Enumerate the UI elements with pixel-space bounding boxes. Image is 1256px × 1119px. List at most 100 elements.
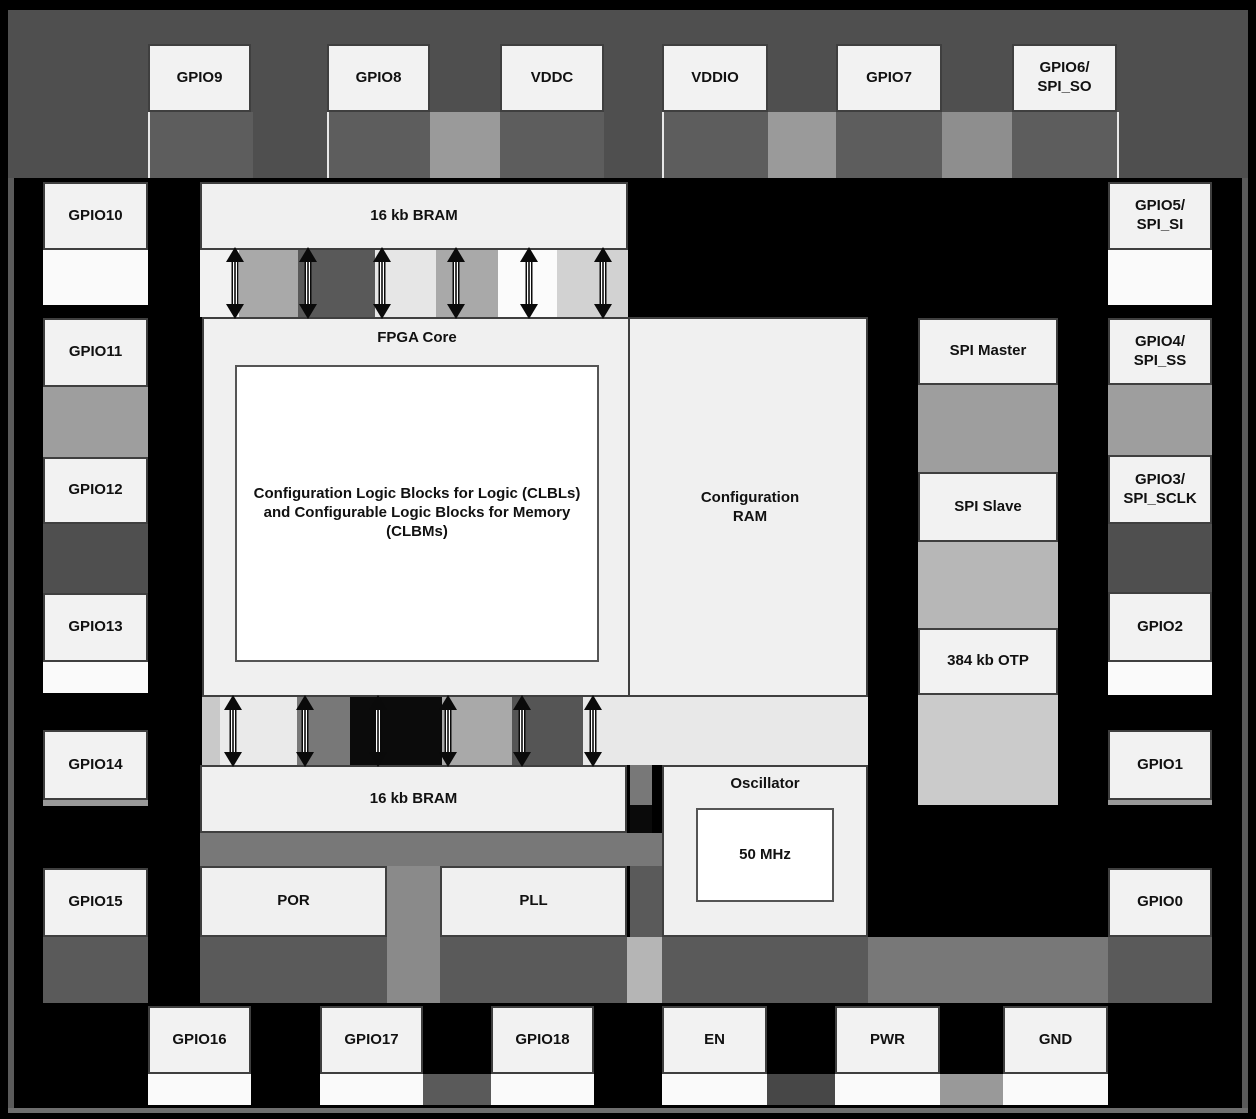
pad-column — [630, 805, 652, 833]
pin-gpio12: GPIO12 — [43, 457, 148, 524]
bidirectional-arrow-icon — [584, 695, 602, 767]
pin-gpio13: GPIO13 — [43, 593, 148, 662]
band-segment — [627, 937, 662, 1003]
core-ram-divider — [628, 319, 630, 695]
right-pad-light — [1108, 662, 1212, 695]
bidirectional-arrow-icon — [594, 247, 612, 319]
pin-gpio2: GPIO2 — [1108, 592, 1212, 662]
bond-pad — [327, 112, 432, 178]
bidirectional-arrow-icon — [369, 695, 387, 767]
pin-gpio6-spi-so: GPIO6/ SPI_SO — [1012, 44, 1117, 112]
right-pad-light — [1108, 250, 1212, 305]
bus-segment — [583, 697, 868, 765]
left-pad-light — [43, 250, 148, 305]
spi-strip-gray — [918, 385, 1058, 472]
config-ram-label: Configuration RAM — [700, 488, 800, 526]
pin-gpio16: GPIO16 — [148, 1006, 251, 1074]
pin-gpio8: GPIO8 — [327, 44, 430, 112]
bidirectional-arrow-icon — [299, 247, 317, 319]
bus-segment — [557, 250, 628, 317]
band-segment — [200, 937, 387, 1003]
pin-gpio4-spi-ss: GPIO4/ SPI_SS — [1108, 318, 1212, 385]
pin-vddc: VDDC — [500, 44, 604, 112]
block-bram-bottom: 16 kb BRAM — [200, 765, 627, 833]
bond-pad — [430, 112, 500, 178]
bond-pad — [148, 112, 253, 178]
block-config-ram: Configuration RAM — [630, 319, 870, 695]
bond-pad — [836, 112, 942, 178]
left-pad-light — [43, 662, 148, 693]
bus-segment — [350, 697, 442, 765]
right-pad-strip — [1108, 800, 1212, 805]
bus-segment — [239, 250, 298, 317]
band-segment — [440, 937, 627, 1003]
bond-pad — [500, 112, 604, 178]
bottom-pad-gray — [940, 1074, 1003, 1105]
border-bottom — [8, 1108, 1248, 1113]
bottom-pad-light — [320, 1074, 423, 1105]
left-strip-gray — [43, 387, 148, 457]
bottom-pad-light — [835, 1074, 940, 1105]
fpga-core-title: FPGA Core — [377, 329, 457, 346]
spi-strip-light — [918, 695, 1058, 805]
block-bram-top: 16 kb BRAM — [200, 182, 628, 250]
border-left — [8, 10, 14, 1112]
bidirectional-arrow-icon — [224, 695, 242, 767]
bottom-pad-light — [662, 1074, 767, 1105]
block-por: POR — [200, 866, 387, 937]
band-segment — [868, 937, 1108, 1003]
pin-gnd: GND — [1003, 1006, 1108, 1074]
block-spi-master: SPI Master — [918, 318, 1058, 385]
pin-gpio14: GPIO14 — [43, 730, 148, 800]
bidirectional-arrow-icon — [447, 247, 465, 319]
pin-gpio3-spi-sclk: GPIO3/ SPI_SCLK — [1108, 455, 1212, 524]
bond-pad — [768, 112, 836, 178]
bidirectional-arrow-icon — [513, 695, 531, 767]
bidirectional-arrow-icon — [373, 247, 391, 319]
block-oscillator: Oscillator 50 MHz — [662, 765, 868, 937]
pin-gpio9: GPIO9 — [148, 44, 251, 112]
spi-strip-gray2 — [918, 542, 1058, 628]
bond-pad — [662, 112, 770, 178]
block-50mhz: 50 MHz — [696, 808, 834, 902]
right-strip-dark — [1108, 524, 1212, 592]
bond-pad — [1012, 112, 1119, 178]
band-segment — [662, 937, 868, 1003]
pin-gpio7: GPIO7 — [836, 44, 942, 112]
pin-gpio17: GPIO17 — [320, 1006, 423, 1074]
left-strip-dark — [43, 524, 148, 593]
block-fpga-core-outline: FPGA Core Configuration Logic Blocks for… — [202, 317, 868, 697]
bus-segment — [202, 697, 220, 765]
pin-gpio0: GPIO0 — [1108, 868, 1212, 937]
bidirectional-arrow-icon — [439, 695, 457, 767]
pin-vddio: VDDIO — [662, 44, 768, 112]
pin-gpio18: GPIO18 — [491, 1006, 594, 1074]
right-strip-gray — [1108, 385, 1212, 455]
left-pad-strip — [43, 800, 148, 806]
left-pad-dark — [43, 937, 148, 1003]
pad-column — [630, 765, 652, 805]
pin-gpio1: GPIO1 — [1108, 730, 1212, 800]
bottom-pad-light — [148, 1074, 251, 1105]
bottom-pad-light — [1003, 1074, 1108, 1105]
right-pad-dark — [1108, 937, 1212, 1003]
pin-gpio11: GPIO11 — [43, 318, 148, 387]
bidirectional-arrow-icon — [226, 247, 244, 319]
oscillator-title: Oscillator — [730, 775, 800, 792]
bottom-pad-dark — [423, 1074, 491, 1105]
pin-en: EN — [662, 1006, 767, 1074]
bottom-pad-dark — [767, 1074, 835, 1105]
block-clb: Configuration Logic Blocks for Logic (CL… — [235, 365, 599, 662]
pin-gpio15: GPIO15 — [43, 868, 148, 937]
block-spi-slave: SPI Slave — [918, 472, 1058, 542]
pin-gpio10: GPIO10 — [43, 182, 148, 250]
pin-gpio5-spi-si: GPIO5/ SPI_SI — [1108, 182, 1212, 250]
pin-pwr: PWR — [835, 1006, 940, 1074]
bus-vertical — [387, 866, 440, 1003]
block-pll: PLL — [440, 866, 627, 937]
bond-pad — [942, 112, 1012, 178]
bus-horizontal — [200, 833, 663, 866]
border-right — [1242, 10, 1248, 1112]
bidirectional-arrow-icon — [520, 247, 538, 319]
